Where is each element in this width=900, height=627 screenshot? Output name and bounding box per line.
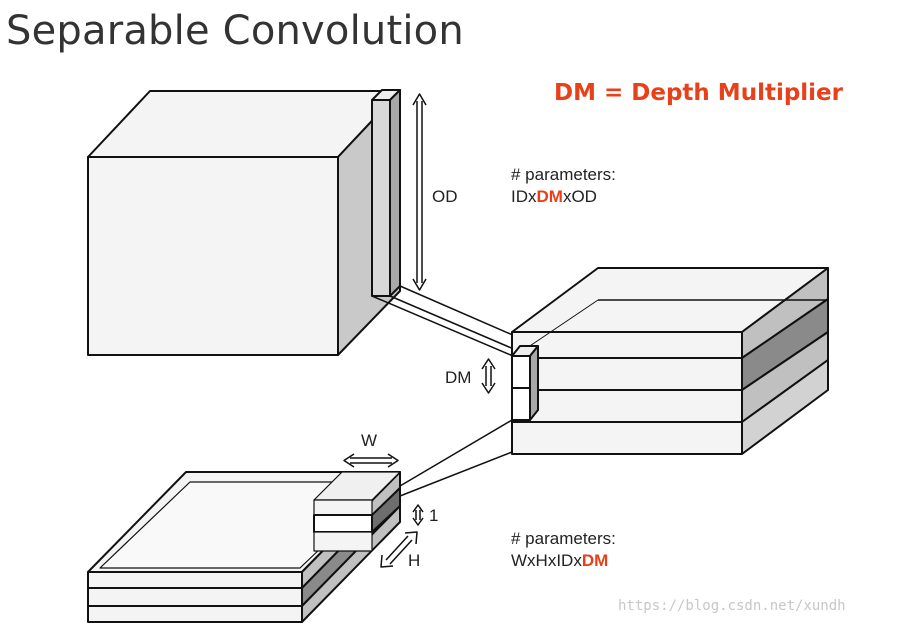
formula-suffix: xOD [562, 187, 597, 206]
one-arrow [412, 504, 424, 526]
dm-definition: DM = Depth Multiplier [554, 80, 843, 106]
pointwise-kernel-column-side [389, 89, 401, 297]
h-arrow [380, 531, 418, 568]
formula-highlight: DM [581, 551, 609, 570]
dm-definition-text: = Depth Multiplier [595, 80, 843, 106]
w-label: W [361, 431, 377, 450]
pointwise-kernel-column-front [371, 99, 391, 297]
depthwise-kernel-front-3 [313, 531, 373, 552]
od-label: OD [432, 187, 458, 206]
slide-title: Separable Convolution [6, 8, 464, 54]
depthwise-kernel-side [371, 487, 401, 533]
output-cube [87, 89, 401, 356]
pointwise-parameters-heading: # parameters: [511, 165, 616, 184]
dm-stack-side [529, 345, 539, 421]
dm-stack-cube-1 [511, 355, 531, 389]
watermark: https://blog.csdn.net/xundh [618, 598, 846, 614]
depthwise-parameters-label: # parameters: WxHxIDxDM [511, 528, 616, 572]
pointwise-parameters-formula: IDxDMxOD [511, 186, 616, 208]
output-cube-front-face [87, 156, 339, 356]
h-label: H [408, 551, 420, 570]
od-arrow [412, 93, 427, 291]
depthwise-kernel-front-2 [313, 514, 373, 533]
formula-prefix: WxHxIDx [511, 551, 582, 570]
depthwise-kernel-front-1 [313, 499, 373, 516]
depthwise-parameters-formula: WxHxIDxDM [511, 550, 616, 572]
intermediate-feature-map [511, 267, 829, 455]
dm-arrow [481, 358, 496, 394]
pointwise-parameters-label: # parameters: IDxDMxOD [511, 164, 616, 208]
input-front-face [87, 571, 303, 623]
w-arrow [343, 453, 399, 468]
dm-stack-cube-2 [511, 387, 531, 421]
input-feature-map [87, 471, 401, 623]
depthwise-parameters-heading: # parameters: [511, 529, 616, 548]
one-label: 1 [429, 506, 438, 525]
dm-definition-abbr: DM [554, 80, 596, 106]
dm-label: DM [445, 368, 471, 387]
formula-highlight: DM [536, 187, 563, 206]
intermediate-front-face [511, 331, 743, 455]
formula-prefix: IDx [511, 187, 537, 206]
